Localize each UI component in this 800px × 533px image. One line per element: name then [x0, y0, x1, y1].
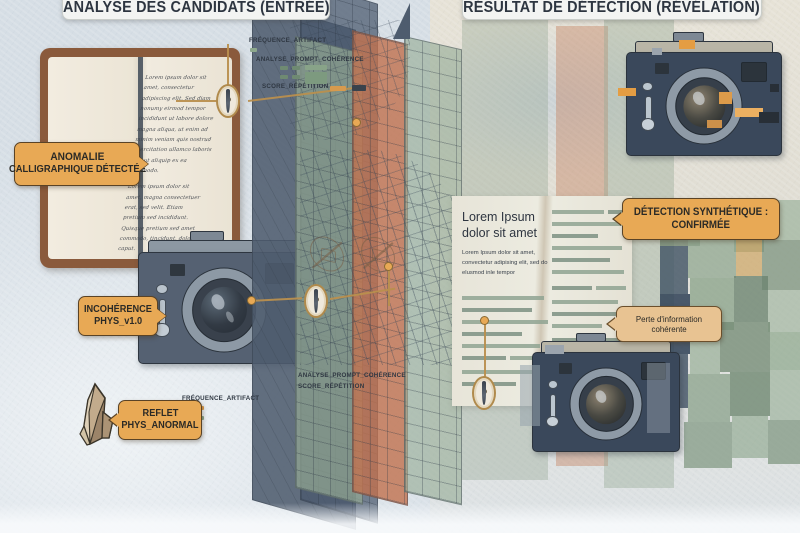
- camera-dial: [547, 380, 558, 390]
- connector-node: [247, 296, 256, 305]
- camera-output-glitched-bottom: [519, 333, 680, 452]
- camera-lens-glass: [586, 384, 626, 424]
- camera-body: [519, 345, 680, 452]
- camera-viewfinder-hump: [189, 230, 224, 241]
- camera-flash-shoe: [654, 63, 669, 75]
- callout-line: INCOHÉRENCE: [84, 304, 152, 315]
- header-right-title: RÉSULTAT DE DÉTECTION (RÉVÉLATION): [463, 0, 761, 16]
- data-mark: [352, 85, 366, 91]
- camera-flash-shoe: [169, 264, 185, 277]
- camera-flash-shoe: [559, 362, 573, 374]
- callout-incoherence-phys[interactable]: INCOHÉRENCE PHYS_v1.0: [78, 296, 166, 336]
- data-mark: [292, 66, 300, 70]
- camera-lever-knob: [546, 415, 560, 428]
- camera-lens-ring: [578, 376, 634, 432]
- camera-lens-glint: [690, 90, 707, 108]
- callout-tail: [110, 413, 119, 427]
- camera-lens-ring: [191, 277, 257, 343]
- callout-line: PHYS_v1.0: [93, 316, 143, 327]
- camera-lens-glint: [593, 388, 609, 406]
- callout-tail: [614, 212, 623, 226]
- label-analyse-prompt-coherence-top: ANALYSE_PROMPT_COHÉRENCE: [256, 56, 364, 63]
- camera-lens-barrel: [569, 367, 643, 441]
- data-mark: [330, 86, 346, 91]
- callout-line: cohérente: [651, 324, 687, 334]
- connector-wire: [388, 266, 390, 306]
- data-mark: [305, 65, 327, 70]
- camera-viewfinder-hump: [576, 333, 606, 342]
- result-document-heading: Lorem Ipsum dolor sit amet: [462, 210, 538, 240]
- camera-lens-glint: [208, 292, 227, 313]
- analysis-node-icon: [216, 84, 240, 118]
- callout-perte-information[interactable]: Perte d'information cohérente: [608, 306, 722, 342]
- header-left-title: ANALYSE DES CANDIDATS (ENTRÉE): [62, 0, 330, 16]
- camera-output-glitched-top: [617, 32, 782, 156]
- connector-wire: [484, 320, 486, 394]
- glitch-artifact-block: [759, 112, 780, 124]
- camera-lens-barrel: [665, 67, 743, 145]
- analysis-node-icon: [304, 284, 328, 318]
- callout-line: CALLIGRAPHIQUE DÉTECTÉE: [8, 164, 146, 176]
- wedge-marker: [393, 3, 410, 39]
- glitch-artifact-block: [651, 47, 663, 56]
- callout-line: ANOMALIE: [50, 151, 104, 164]
- connector-node: [480, 316, 489, 325]
- data-mark: [280, 75, 288, 79]
- camera-viewfinder-window: [740, 62, 768, 82]
- label-analyse-prompt-coherence-bottom: ANALYSE_PROMPT_COHÉRENCE: [298, 372, 406, 379]
- glitch-artifact-block: [770, 83, 780, 92]
- glitch-artifact-block: [719, 91, 732, 104]
- result-document-body: Lorem Ipsum dolor sit amet, convectetur …: [462, 250, 548, 277]
- glitch-artifact-block: [679, 39, 695, 49]
- callout-detection-synthetique[interactable]: DÉTECTION SYNTHÉTIQUE : CONFIRMÉE: [614, 198, 780, 240]
- callout-line: REFLET: [142, 408, 178, 419]
- data-mark: [280, 66, 288, 70]
- glitch-artifact-block: [617, 87, 637, 96]
- callout-tail: [157, 309, 166, 323]
- mosaic-block-field: [660, 200, 800, 490]
- glitch-artifact-block: [544, 345, 564, 354]
- bottom-fade: [0, 503, 800, 533]
- camera-lens-glass: [200, 286, 248, 334]
- camera-dial: [156, 283, 168, 294]
- camera-lens-glint-secondary: [224, 310, 236, 324]
- callout-tail: [139, 157, 148, 171]
- label-frequence-artifact-bottom: FRÉQUENCE_ARTIFACT: [182, 395, 260, 402]
- label-score-repetition-bottom: SCORE_RÉPÉTITION: [298, 383, 365, 390]
- glitch-artifact-block: [646, 362, 671, 434]
- glitch-artifact-block: [734, 108, 763, 118]
- callout-tail: [608, 317, 617, 331]
- camera-lever-knob: [640, 118, 655, 131]
- callout-line: PHYS_ANORMAL: [121, 420, 199, 431]
- glitch-artifact-block: [707, 120, 723, 129]
- callout-line: Perte d'information: [635, 313, 703, 324]
- header-right: RÉSULTAT DE DÉTECTION (RÉVÉLATION): [462, 0, 762, 20]
- connector-node: [384, 262, 393, 271]
- glitch-artifact-block: [519, 364, 541, 426]
- camera-lens-glass: [683, 85, 725, 127]
- header-left: ANALYSE DES CANDIDATS (ENTRÉE): [62, 0, 330, 20]
- label-score-repetition-top: SCORE_RÉPÉTITION: [262, 83, 329, 90]
- connector-node: [352, 118, 361, 127]
- camera-body: [617, 39, 782, 156]
- connector-wire: [176, 100, 222, 102]
- camera-lens-ring: [674, 76, 734, 136]
- connector-wire: [227, 44, 229, 96]
- data-mark: [250, 48, 257, 52]
- analysis-node-icon: [472, 376, 496, 410]
- data-mark: [305, 72, 327, 84]
- callout-line: DÉTECTION SYNTHÉTIQUE :: [633, 206, 769, 219]
- label-frequence-artifact-top: FRÉQUENCE_ARTIFACT: [249, 37, 327, 44]
- callout-reflet-phys-anormal[interactable]: REFLET PHYS_ANORMAL: [110, 400, 202, 440]
- camera-dial: [642, 81, 654, 91]
- callout-line: CONFIRMÉE: [671, 219, 731, 231]
- data-mark: [292, 75, 300, 79]
- callout-anomalie-calligraphique[interactable]: ANOMALIE CALLIGRAPHIQUE DÉTECTÉE: [9, 142, 148, 186]
